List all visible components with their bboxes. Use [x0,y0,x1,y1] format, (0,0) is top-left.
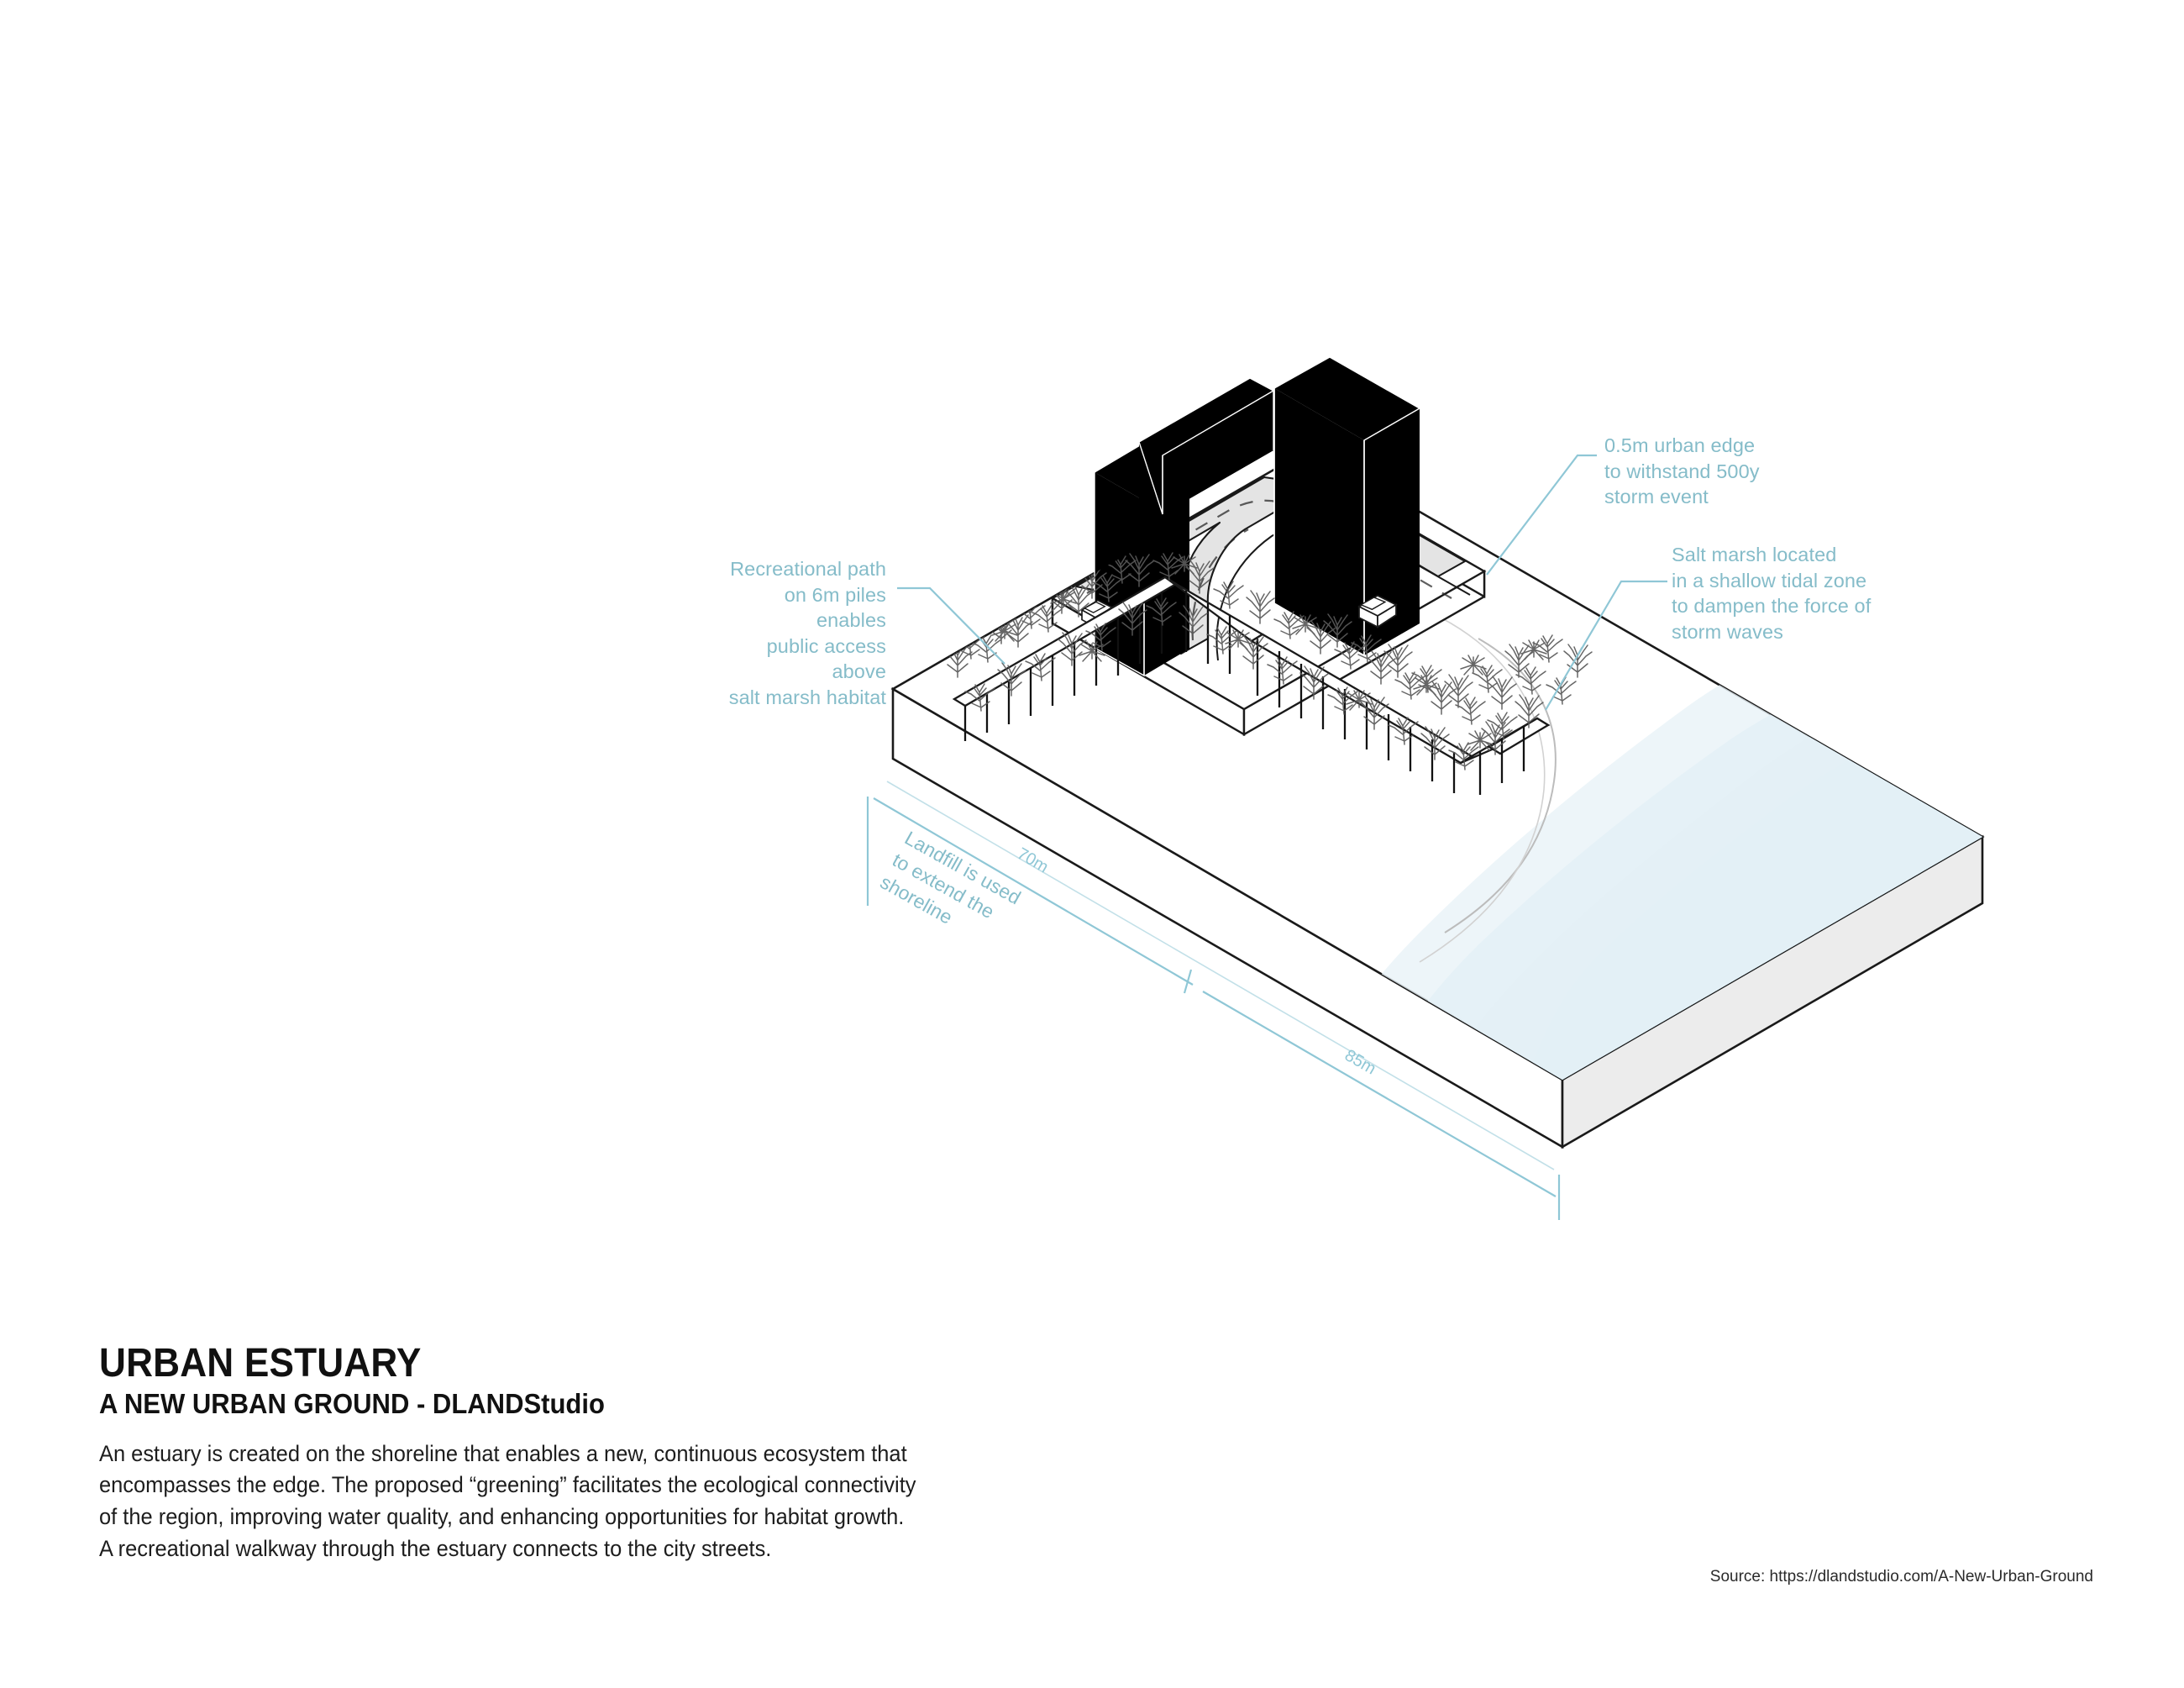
car-right [1357,594,1398,628]
building-tower-right-tall [1273,356,1421,657]
annotation-salt-marsh: Salt marsh located in a shallow tidal zo… [1672,544,1872,643]
annotation-urban-edge: 0.5m urban edge to withstand 500y storm … [1604,434,1760,508]
annotation-recreational-path: Recreational path on 6m piles enables pu… [728,558,886,708]
description-text: An estuary is created on the shoreline t… [99,1440,916,1561]
dimension-lines [866,781,1561,1220]
caption-block: URBAN ESTUARY A NEW URBAN GROUND - DLAND… [99,1341,990,1564]
callout-leaders [897,454,1667,711]
page-title: URBAN ESTUARY [99,1341,422,1386]
isometric-diagram [866,356,1985,1220]
building-tower-mid-slab [1138,377,1275,600]
page-subtitle: A NEW URBAN GROUND - DLANDStudio [99,1387,605,1419]
source-credit: Source: https://dlandstudio.com/A-New-Ur… [1709,1568,2093,1585]
